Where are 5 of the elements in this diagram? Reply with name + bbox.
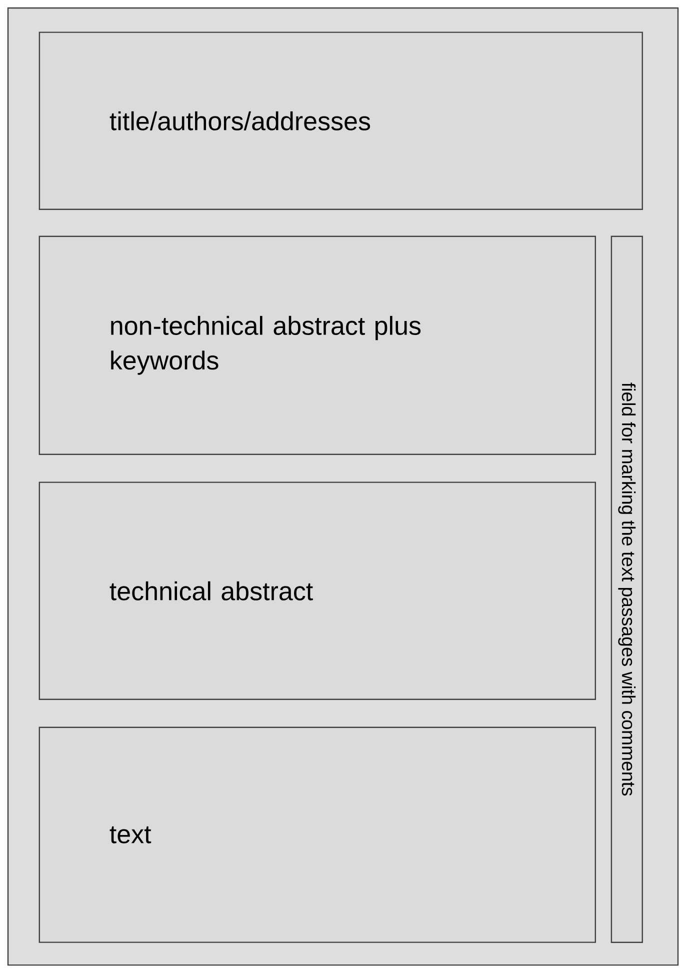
- section-box: text: [38, 726, 596, 943]
- comment-field: field for marking the text passages with comments: [610, 236, 643, 943]
- section-box: technical abstract: [38, 482, 596, 700]
- section-box: title/authors/addresses: [38, 32, 643, 210]
- section-box: non-technical abstract plus keywords: [38, 236, 596, 455]
